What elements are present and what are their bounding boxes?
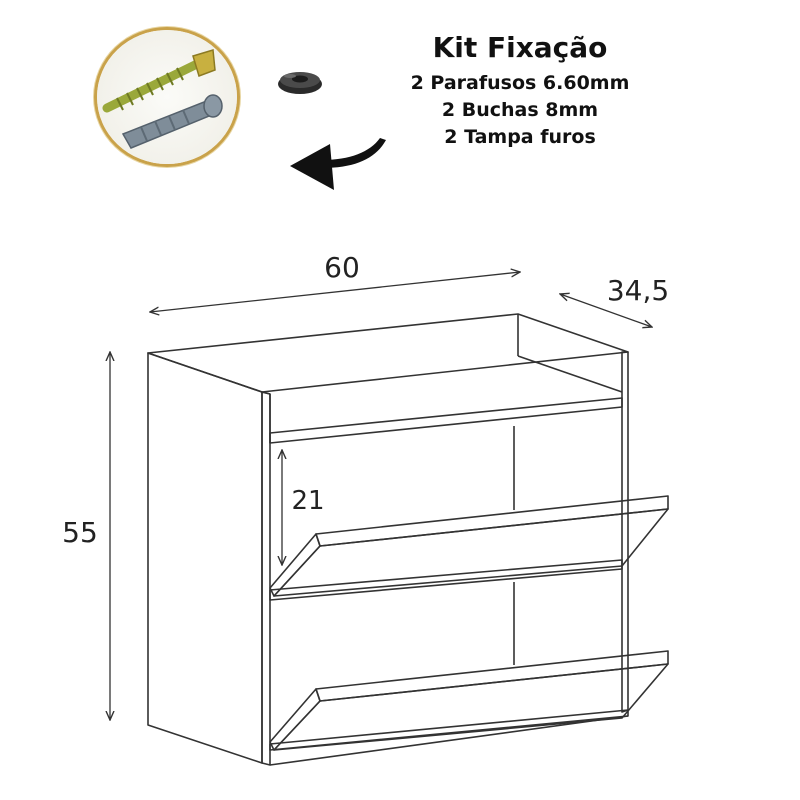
top-shelf xyxy=(269,397,623,444)
hole-cap-icon xyxy=(278,72,322,94)
upper-flip-door-face xyxy=(273,508,669,597)
depth-label: 34,5 xyxy=(607,274,669,307)
dimension-lines xyxy=(110,272,652,720)
width-label: 60 xyxy=(324,251,360,284)
kit-title: Kit Fixação xyxy=(432,31,608,64)
kit-item-anchors: 2 Buchas 8mm xyxy=(441,99,599,121)
anchor-icon xyxy=(121,94,223,149)
top-panel xyxy=(147,313,629,393)
bottom-panel xyxy=(269,709,629,751)
upper-flip-door-top xyxy=(315,495,669,547)
kit-info: Kit Fixação 2 Parafusos 6.60mm 2 Buchas … xyxy=(380,30,660,151)
right-side-panel xyxy=(621,351,629,713)
lower-flip-door-face xyxy=(273,663,669,751)
depth-dimension-line xyxy=(560,294,652,327)
middle-shelf xyxy=(269,559,623,601)
left-panel-edge xyxy=(261,391,271,766)
screw-icon xyxy=(102,49,216,113)
screw-and-anchor-photo-icon xyxy=(102,49,223,149)
niche-height-label: 21 xyxy=(291,486,324,516)
kit-item-caps: 2 Tampa furos xyxy=(444,126,596,148)
left-side-panel xyxy=(147,352,263,764)
lower-flip-door-top xyxy=(315,650,669,702)
width-dimension-line xyxy=(150,272,520,312)
cabinet xyxy=(147,313,669,766)
kit-item-screws: 2 Parafusos 6.60mm xyxy=(410,72,630,94)
height-label: 55 xyxy=(62,516,98,549)
curved-arrow-icon xyxy=(290,138,386,190)
screw-anchor-photo xyxy=(97,30,237,164)
